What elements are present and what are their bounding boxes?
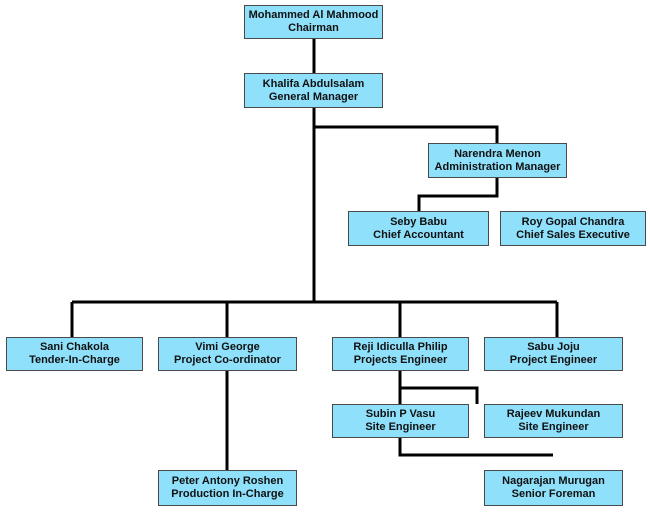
node-project-engineer[interactable]: Sabu Joju Project Engineer [484,337,623,371]
node-name: Sabu Joju [527,341,580,353]
connector-admin-children [417,178,499,211]
node-title: Production In-Charge [171,488,284,500]
node-name: Subin P Vasu [365,408,436,420]
node-projects-engineer[interactable]: Reji Idiculla Philip Projects Engineer [332,337,469,371]
node-title: Chief Accountant [373,228,464,241]
node-chief-sales[interactable]: Roy Gopal Chandra Chief Sales Executive [500,211,646,246]
node-name: Reji Idiculla Philip [353,341,448,353]
node-name: Sani Chakola [39,341,110,353]
node-name: Narendra Menon [454,147,541,160]
node-title: Project Co-ordinator [174,354,281,366]
node-chairman[interactable]: Mohammed Al Mahmood Chairman [244,5,383,39]
node-title: Administration Manager [434,160,561,173]
node-site-engineer-1[interactable]: Subin P Vasu Site Engineer [332,404,469,438]
node-site-engineer-2[interactable]: Rajeev Mukundan Site Engineer [484,404,623,438]
node-name: Peter Antony Roshen [171,475,284,487]
node-title: Chairman [288,22,339,34]
node-title: Project Engineer [509,354,598,366]
node-name: Roy Gopal Chandra [521,215,625,228]
node-title: Site Engineer [518,421,589,433]
node-name: Khalifa Abdulsalam [262,77,365,90]
node-title: Site Engineer [365,421,436,433]
node-title: Chief Sales Executive [516,228,630,241]
node-title: Senior Foreman [511,488,596,500]
node-production[interactable]: Peter Antony Roshen Production In-Charge [158,470,297,506]
node-admin-manager[interactable]: Narendra Menon Administration Manager [428,143,567,178]
connector-gm-admin [314,125,499,143]
node-general-manager[interactable]: Khalifa Abdulsalam General Manager [244,73,383,108]
node-senior-foreman[interactable]: Nagarajan Murugan Senior Foreman [484,470,623,506]
node-name: Seby Babu [390,215,447,228]
node-project-coordinator[interactable]: Vimi George Project Co-ordinator [158,337,297,371]
node-title: Projects Engineer [353,354,448,366]
node-title: General Manager [268,90,359,103]
connector-sites-foreman [398,438,553,457]
node-title: Tender-In-Charge [29,354,120,366]
node-name: Mohammed Al Mahmood [248,9,379,21]
node-chief-accountant[interactable]: Seby Babu Chief Accountant [348,211,489,246]
node-name: Rajeev Mukundan [506,408,601,420]
node-name: Nagarajan Murugan [502,475,605,487]
connector-projects-sites [398,371,479,404]
node-tender[interactable]: Sani Chakola Tender-In-Charge [6,337,143,371]
node-name: Vimi George [195,341,260,353]
